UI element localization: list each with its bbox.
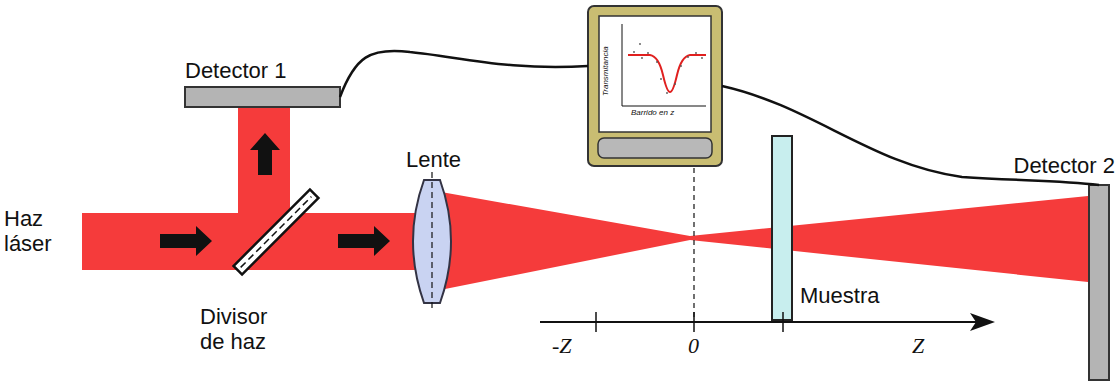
beam-splitter (234, 190, 319, 275)
data-points (633, 43, 703, 94)
beam-arrow (338, 226, 390, 256)
detector-label: Detector 2 (1014, 154, 1116, 178)
axis-label: 0 (688, 334, 699, 359)
axis-title: Transmitancia (602, 46, 611, 96)
splitter-label: Divisor de haz (200, 305, 280, 354)
lens-axis (431, 172, 432, 312)
detector-label: Detector 1 (185, 59, 287, 83)
monitor-screen (599, 16, 711, 132)
detector: Detector 1 (185, 87, 340, 107)
detector: Detector 2 (1089, 185, 1109, 380)
laser-label: Haz láser (4, 207, 64, 256)
beam-arrow (160, 226, 212, 256)
sample-label: Muestra (800, 284, 879, 309)
axis-title: Barrido en z (631, 109, 674, 118)
detector-bar (185, 87, 340, 107)
monitor: TransmitanciaBarrido en z (599, 16, 711, 132)
reflected-beam (238, 107, 290, 215)
graph-axis (622, 24, 623, 106)
transmittance-curve (628, 55, 706, 92)
z-axis (540, 321, 978, 323)
detector-bar (1089, 185, 1109, 380)
tick (595, 312, 597, 332)
monitor-frame (588, 6, 722, 166)
axis-label: Z (912, 334, 924, 359)
graph-axis (622, 106, 706, 107)
monitor-base (598, 138, 712, 158)
sample (772, 136, 792, 320)
laser-beam (82, 190, 1088, 292)
focus-line (693, 150, 694, 318)
tick (782, 312, 784, 332)
lens-label: Lente (406, 148, 461, 173)
tick (693, 312, 695, 332)
beam-arrow (250, 133, 280, 175)
axis-label: -Z (552, 334, 572, 359)
z-axis-head (970, 313, 995, 331)
signal-cable (340, 51, 588, 97)
